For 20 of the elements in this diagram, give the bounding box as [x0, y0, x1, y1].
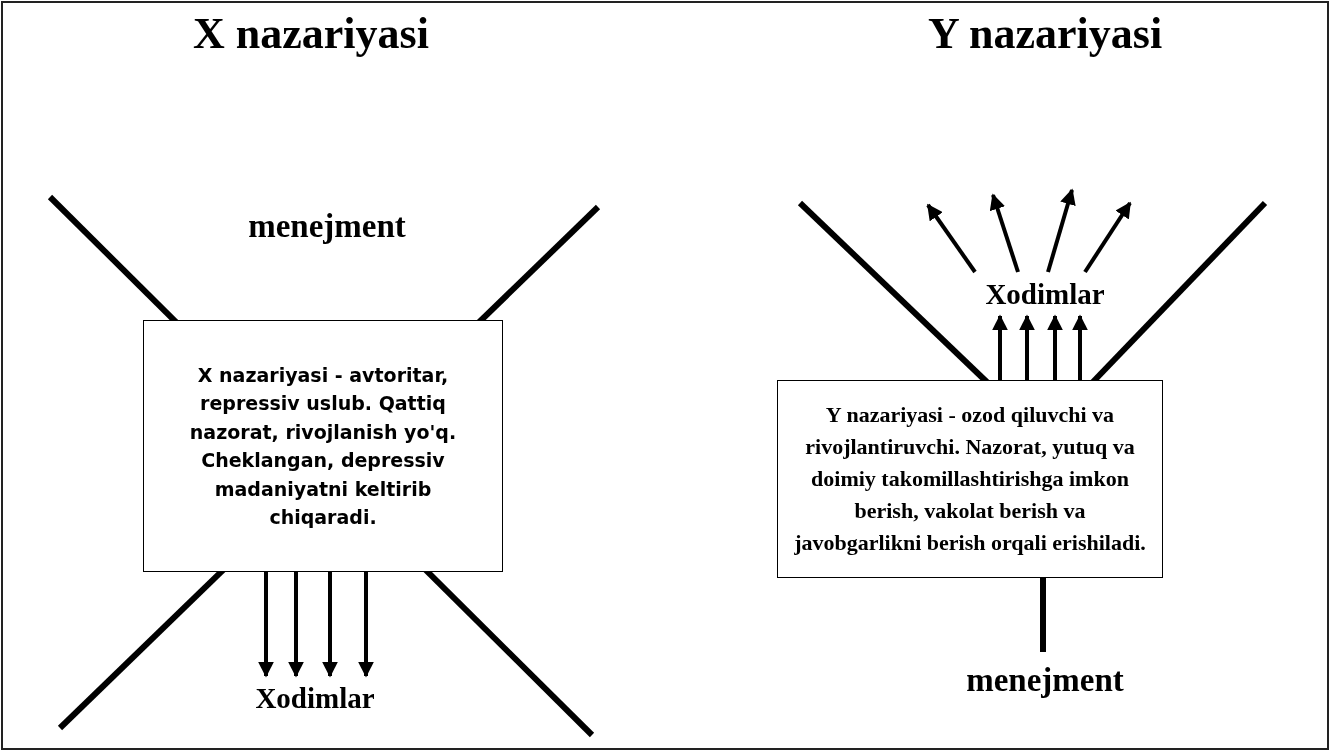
- text-box: X nazariyasi - avtoritar, repressiv uslub. Qattiq nazorat, rivojlanish yo'q. Cheklangan, depressiv madaniyatni keltirib chiqaradi.: [143, 320, 503, 572]
- arrow: [288, 572, 304, 678]
- node-label: Xodimlar: [225, 676, 405, 720]
- arrow: [1046, 188, 1076, 273]
- arrow: [322, 572, 338, 678]
- text-label: menejment: [966, 662, 1124, 699]
- text-label: menejment: [248, 208, 406, 245]
- arrow: [1047, 314, 1063, 380]
- arrow: [989, 193, 1020, 273]
- arrow: [358, 572, 374, 678]
- arrow: [1072, 314, 1088, 380]
- arrow: [992, 314, 1008, 380]
- arrow: [926, 203, 977, 274]
- arrow: [1019, 314, 1035, 380]
- heading: Y nazariyasi: [927, 8, 1163, 59]
- arrow: [1083, 201, 1132, 274]
- arrow: [258, 572, 274, 678]
- node-label: Xodimlar: [955, 272, 1135, 316]
- text-box: Y nazariyasi - ozod qiluvchi va rivojlantiruvchi. Nazorat, yutuq va doimiy takomillashtirishga imkon berish, vakolat berish va javobgarlikni berish orqali erishiladi.: [777, 380, 1163, 578]
- heading: X nazariyasi: [193, 8, 429, 59]
